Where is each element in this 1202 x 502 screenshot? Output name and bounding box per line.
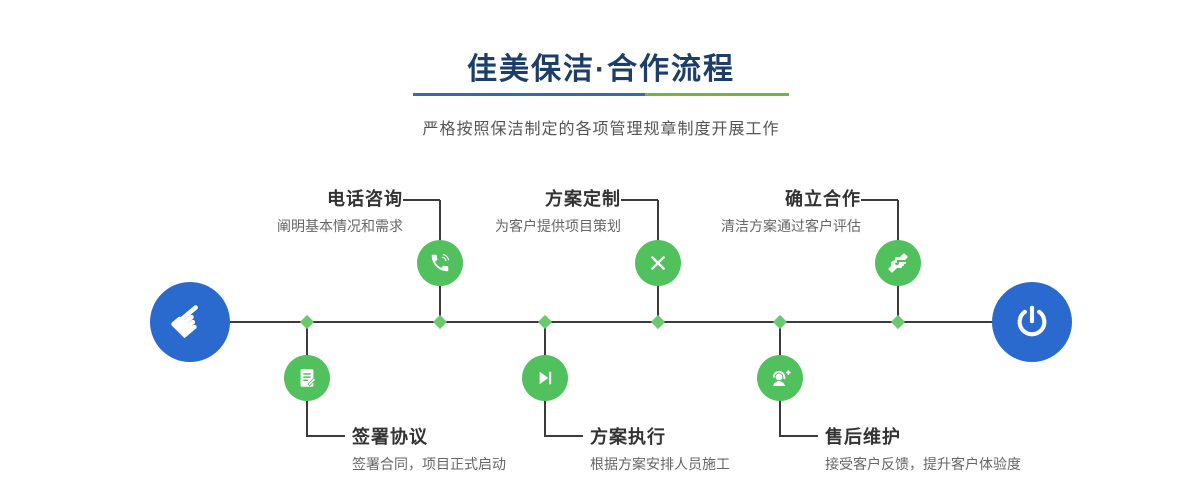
timeline-node-diamond xyxy=(890,314,906,330)
step-aftersales: 售后维护 接受客户反馈，提升客户体验度 xyxy=(825,424,1021,474)
headset-icon xyxy=(768,366,792,390)
pointing-hand-icon: ☛ xyxy=(158,289,222,354)
connector-line xyxy=(403,199,440,201)
step-title: 签署协议 xyxy=(352,427,428,447)
step-title: 售后维护 xyxy=(825,427,901,447)
step-execution: 方案执行 根据方案安排人员施工 xyxy=(590,424,730,474)
step-desc: 清洁方案通过客户评估 xyxy=(721,218,861,234)
step-title: 方案执行 xyxy=(590,427,666,447)
page-title: 佳美保洁·合作流程 xyxy=(467,53,735,86)
step-desc: 为客户提供项目策划 xyxy=(495,218,621,234)
timeline-node-diamond xyxy=(432,314,448,330)
step-circle-contract xyxy=(284,355,330,401)
handshake-icon xyxy=(886,251,910,275)
step-plan: 方案定制 为客户提供项目策划 xyxy=(495,186,621,236)
phone-icon xyxy=(429,252,451,274)
title-underline xyxy=(413,93,789,96)
step-desc: 接受客户反馈，提升客户体验度 xyxy=(825,456,1021,472)
connector-line xyxy=(307,435,345,437)
step-circle-plan xyxy=(635,240,681,286)
timeline-node-diamond xyxy=(650,314,666,330)
timeline-end-badge xyxy=(992,282,1072,362)
step-circle-cooperation xyxy=(875,240,921,286)
connector-line xyxy=(780,435,818,437)
power-icon xyxy=(1013,303,1051,341)
underline-green-segment xyxy=(645,93,789,96)
step-circle-phone xyxy=(417,240,463,286)
step-contract: 签署协议 签署合同，项目正式启动 xyxy=(352,424,506,474)
step-title: 方案定制 xyxy=(545,189,621,209)
connector-line xyxy=(861,199,898,201)
step-desc: 根据方案安排人员施工 xyxy=(590,456,730,472)
timeline-axis xyxy=(190,321,1030,323)
timeline-node-diamond xyxy=(772,314,788,330)
connector-line xyxy=(621,199,658,201)
step-title: 确立合作 xyxy=(785,189,861,209)
step-title: 电话咨询 xyxy=(327,189,403,209)
step-circle-aftersales xyxy=(757,355,803,401)
step-desc: 阐明基本情况和需求 xyxy=(277,218,403,234)
play-next-icon xyxy=(535,368,555,388)
timeline-start-badge: ☛ xyxy=(150,282,230,362)
connector-line xyxy=(545,435,583,437)
step-phone: 电话咨询 阐明基本情况和需求 xyxy=(277,186,403,236)
step-desc: 签署合同，项目正式启动 xyxy=(352,456,506,472)
timeline-node-diamond xyxy=(537,314,553,330)
tools-icon xyxy=(647,252,669,274)
step-cooperation: 确立合作 清洁方案通过客户评估 xyxy=(721,186,861,236)
contract-icon xyxy=(296,367,318,389)
timeline-node-diamond xyxy=(299,314,315,330)
page-subtitle: 严格按照保洁制定的各项管理规章制度开展工作 xyxy=(422,121,780,138)
underline-blue-segment xyxy=(413,93,645,96)
step-circle-execution xyxy=(522,355,568,401)
